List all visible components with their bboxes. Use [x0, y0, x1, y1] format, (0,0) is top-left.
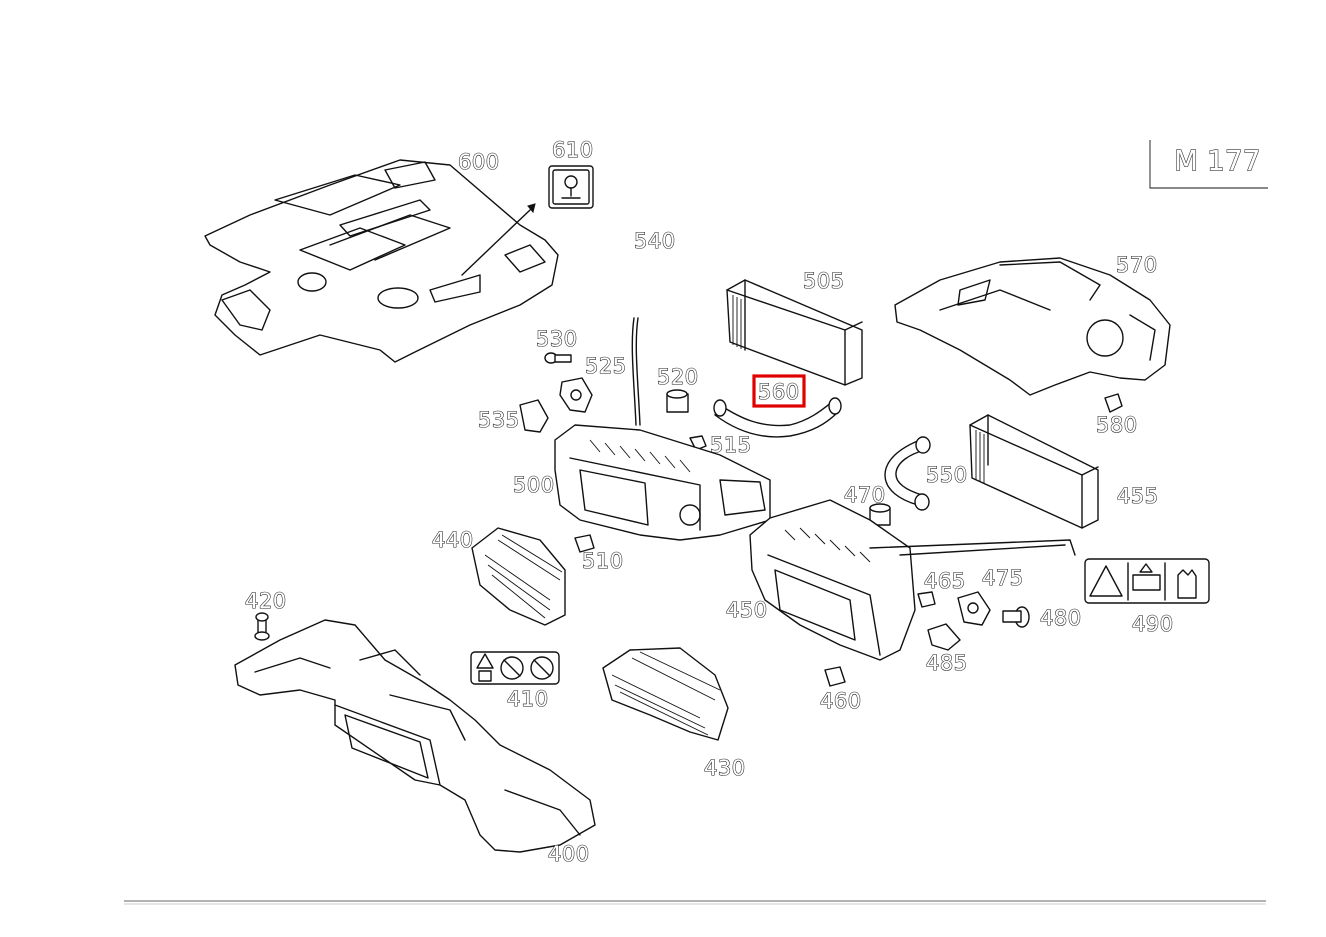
- part-label-610: 610: [552, 138, 594, 162]
- engine-cover-right[interactable]: [894, 257, 1171, 396]
- bolt-480[interactable]: [1002, 606, 1030, 628]
- screw-420[interactable]: [254, 612, 270, 641]
- part-label-560: 560: [758, 380, 800, 404]
- part-label-455: 455: [1117, 484, 1159, 508]
- part-label-500: 500: [513, 473, 555, 497]
- part-label-400: 400: [548, 842, 590, 866]
- part-label-515: 515: [710, 433, 752, 457]
- part-label-490: 490: [1132, 612, 1174, 636]
- connector-485[interactable]: [927, 623, 961, 651]
- part-label-510: 510: [582, 549, 624, 573]
- part-label-410: 410: [507, 687, 549, 711]
- warning-label-icon-410[interactable]: [470, 651, 560, 685]
- part-label-480: 480: [1040, 606, 1082, 630]
- part-label-460: 460: [820, 689, 862, 713]
- air-duct-430[interactable]: [602, 647, 729, 741]
- part-label-600: 600: [458, 150, 500, 174]
- part-label-465: 465: [924, 569, 966, 593]
- part-label-475: 475: [982, 566, 1024, 590]
- air-filter-housing-left[interactable]: [554, 424, 771, 541]
- air-filter-element-455[interactable]: [969, 414, 1099, 529]
- part-label-430: 430: [704, 756, 746, 780]
- part-label-530: 530: [536, 327, 578, 351]
- sensor-525[interactable]: [559, 377, 593, 413]
- part-label-505: 505: [803, 269, 845, 293]
- part-label-520: 520: [657, 365, 699, 389]
- air-duct-440[interactable]: [471, 527, 566, 626]
- part-label-570: 570: [1116, 253, 1158, 277]
- air-hose-560[interactable]: [713, 397, 842, 438]
- warning-label-icon-490[interactable]: [1084, 558, 1210, 604]
- clip-510[interactable]: [574, 534, 595, 553]
- part-label-485: 485: [926, 651, 968, 675]
- clip-460[interactable]: [824, 666, 846, 687]
- fastener-580[interactable]: [1104, 393, 1123, 413]
- part-label-550: 550: [926, 463, 968, 487]
- clip-465[interactable]: [917, 591, 936, 608]
- part-label-525: 525: [585, 354, 627, 378]
- sensor-475[interactable]: [957, 591, 991, 626]
- model-box: M 177: [1149, 140, 1268, 189]
- intake-duct-lower[interactable]: [234, 619, 596, 853]
- part-label-440: 440: [432, 528, 474, 552]
- part-label-470: 470: [844, 483, 886, 507]
- part-label-535: 535: [478, 408, 520, 432]
- part-label-540: 540: [634, 229, 676, 253]
- cable[interactable]: [631, 317, 641, 426]
- grommet-520[interactable]: [666, 389, 689, 413]
- part-label-580: 580: [1096, 413, 1138, 437]
- highlight-box: [752, 374, 806, 408]
- model-label: M 177: [1174, 144, 1261, 177]
- air-filter-housing-right[interactable]: [749, 499, 1076, 661]
- bracket-535[interactable]: [519, 399, 549, 433]
- part-label-450: 450: [726, 598, 768, 622]
- oil-label-icon[interactable]: [548, 165, 594, 209]
- air-hose-550[interactable]: [884, 436, 931, 511]
- screw-530[interactable]: [544, 352, 572, 364]
- part-label-420: 420: [245, 589, 287, 613]
- engine-cover-top[interactable]: [204, 159, 559, 363]
- air-filter-element-505[interactable]: [726, 279, 863, 386]
- clip-515[interactable]: [689, 435, 707, 451]
